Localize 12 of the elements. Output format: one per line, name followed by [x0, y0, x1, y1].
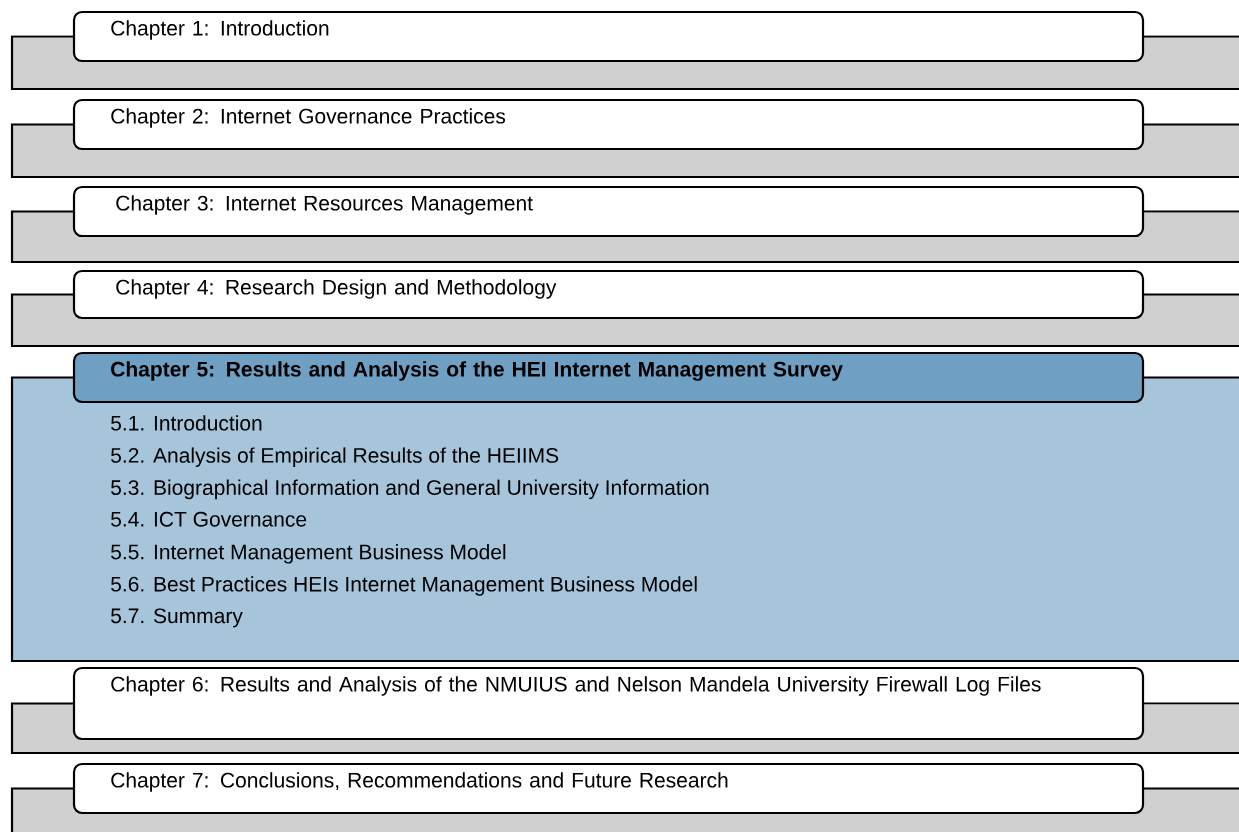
chapter-band: Chapter 5: Results and Analysis of the HEI Internet Management Survey 5.1. Introduction 5.2. Analysis of Empirical Results of the HEIIMS 5.3. Biographical Information and General University Information 5.4. ICT Governance 5.5. Internet Management Business Model 5.6. Best Practices HEIs Internet Management Business Model 5.7. Summary [10, 351, 1239, 663]
chapter-band: Chapter 3: Internet Resources Management [10, 185, 1239, 264]
chapter-band: Chapter 2: Internet Governance Practices [10, 98, 1239, 179]
node-label: Chapter 2: Internet Governance Practices [111, 108, 506, 128]
node-label: Chapter 3: Internet Resources Management [116, 195, 533, 215]
node-label: Chapter 7: Conclusions, Recommendations and Future Research [111, 772, 728, 792]
chapter-band: Chapter 7: Conclusions, Recommendations and Future Research [10, 762, 1239, 832]
chapter-band: Chapter 1: Introduction [10, 10, 1239, 91]
chapter-band: Chapter 4: Research Design and Methodology [10, 269, 1239, 348]
chapter-band: Chapter 6: Results and Analysis of the NMUIUS and Nelson Mandela University Firewall Log Files [10, 666, 1239, 755]
node-label: Chapter 1: Introduction [111, 20, 329, 40]
node-label: Chapter 5: Results and Analysis of the HEI Internet Management Survey [111, 361, 843, 381]
